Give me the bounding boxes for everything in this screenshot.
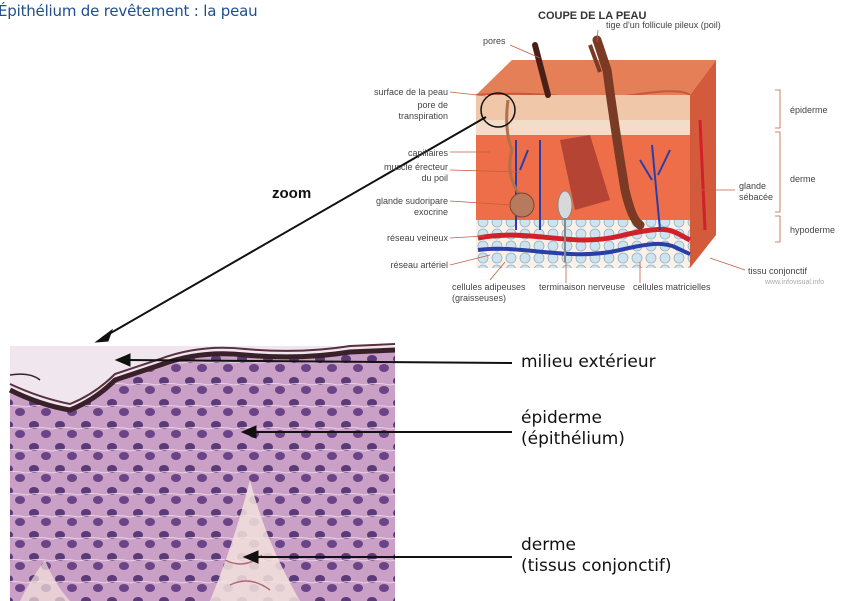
label-micro-epidermis: épiderme(épithélium) [521, 408, 625, 450]
zoom-label: zoom [272, 185, 311, 202]
label-exterior: milieu extérieur [521, 352, 656, 373]
label-sweat-pore-line1: pore de [417, 100, 448, 110]
label-venous: réseau veineux [387, 233, 448, 244]
label-micro-epidermis-line2: (épithélium) [521, 429, 625, 449]
label-hair-shaft: tige d'un follicule pileux (poil) [606, 20, 721, 31]
label-connective: tissu conjonctif [748, 266, 807, 277]
label-pores: pores [483, 36, 506, 47]
label-micro-dermis-line2: (tissus conjonctif) [521, 556, 672, 576]
layer-brackets [775, 90, 780, 242]
label-sweat-gland-line2: exocrine [414, 207, 448, 217]
label-fat-cells: cellules adipeuses(graisseuses) [452, 282, 526, 304]
label-dermis: derme [790, 174, 816, 185]
skin-cross-section [476, 40, 716, 268]
label-epidermis: épiderme [790, 105, 828, 116]
label-arrector-line2: du poil [421, 173, 448, 183]
image-credit: www.infovisual.info [765, 279, 824, 286]
label-micro-dermis-line1: derme [521, 535, 576, 555]
label-sebaceous-line1: glande [739, 181, 766, 191]
label-fat-cells-line1: cellules adipeuses [452, 282, 526, 292]
label-sebaceous-line2: sébacée [739, 192, 773, 202]
label-fat-cells-line2: (graisseuses) [452, 293, 506, 303]
label-micro-epidermis-line1: épiderme [521, 408, 602, 428]
label-sweat-gland-line1: glande sudoripare [376, 196, 448, 206]
label-micro-dermis: derme(tissus conjonctif) [521, 535, 672, 577]
label-matrix-cells: cellules matricielles [633, 282, 711, 293]
label-capillaries: capillaires [408, 148, 448, 159]
histology-image [10, 344, 395, 601]
label-skin-surface: surface de la peau [374, 87, 448, 98]
label-sweat-pore-line2: transpiration [398, 111, 448, 121]
label-arterial: réseau artériel [390, 260, 448, 271]
label-hypodermis: hypoderme [790, 225, 835, 236]
label-nerve-endings: terminaison nerveuse [539, 282, 625, 293]
label-arrector-line1: muscle érecteur [384, 162, 448, 172]
